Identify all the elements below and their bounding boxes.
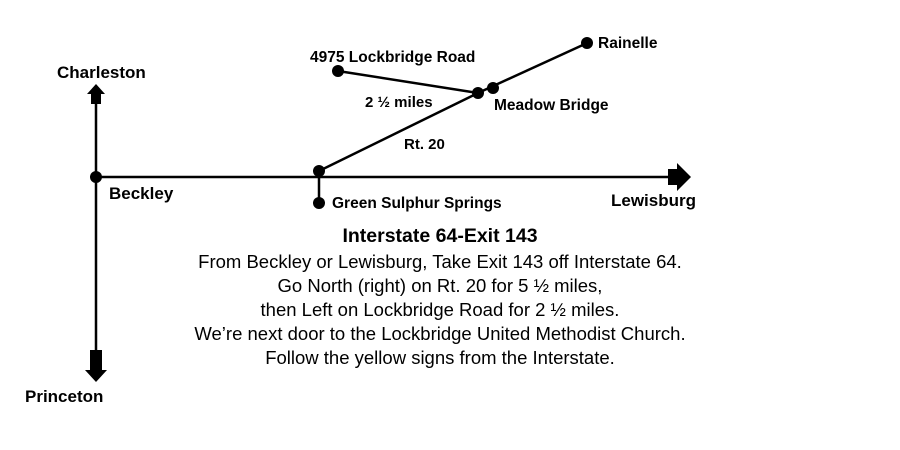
beckley-dot bbox=[90, 171, 102, 183]
rainelle-dot bbox=[581, 37, 593, 49]
arrow-down-icon bbox=[85, 350, 107, 382]
label-green-sulphur-springs: Green Sulphur Springs bbox=[332, 195, 502, 212]
label-charleston: Charleston bbox=[57, 63, 146, 82]
directions-heading: Interstate 64-Exit 143 bbox=[342, 225, 538, 247]
junction-dot bbox=[313, 165, 325, 177]
road-rt-20 bbox=[318, 91, 479, 173]
label-princeton: Princeton bbox=[25, 387, 103, 406]
directions-line: Go North (right) on Rt. 20 for 5 ½ miles… bbox=[277, 275, 603, 296]
directions-line: We’re next door to the Lockbridge United… bbox=[194, 323, 686, 344]
label-lewisburg: Lewisburg bbox=[611, 191, 696, 210]
meadow-bridge-dot bbox=[487, 82, 499, 94]
label-lockbridge-road: 4975 Lockbridge Road bbox=[310, 49, 475, 66]
label-meadow-bridge: Meadow Bridge bbox=[494, 97, 609, 114]
lockbridge-junction-dot bbox=[472, 87, 484, 99]
label-beckley: Beckley bbox=[109, 184, 174, 203]
directions-text: Interstate 64-Exit 143 From Beckley or L… bbox=[150, 222, 730, 370]
lockbridge-road-dot bbox=[332, 65, 344, 77]
green-sulphur-springs-dot bbox=[313, 197, 325, 209]
arrow-up-icon bbox=[87, 84, 105, 104]
road-lockbridge bbox=[337, 69, 479, 95]
label-rt-20: Rt. 20 bbox=[404, 136, 445, 153]
directions-line: Follow the yellow signs from the Interst… bbox=[265, 347, 615, 368]
arrow-right-icon bbox=[668, 163, 691, 191]
label-distance: 2 ½ miles bbox=[365, 94, 433, 111]
directions-line: then Left on Lockbridge Road for 2 ½ mil… bbox=[260, 299, 620, 320]
directions-line: From Beckley or Lewisburg, Take Exit 143… bbox=[198, 251, 682, 272]
label-rainelle: Rainelle bbox=[598, 35, 658, 52]
